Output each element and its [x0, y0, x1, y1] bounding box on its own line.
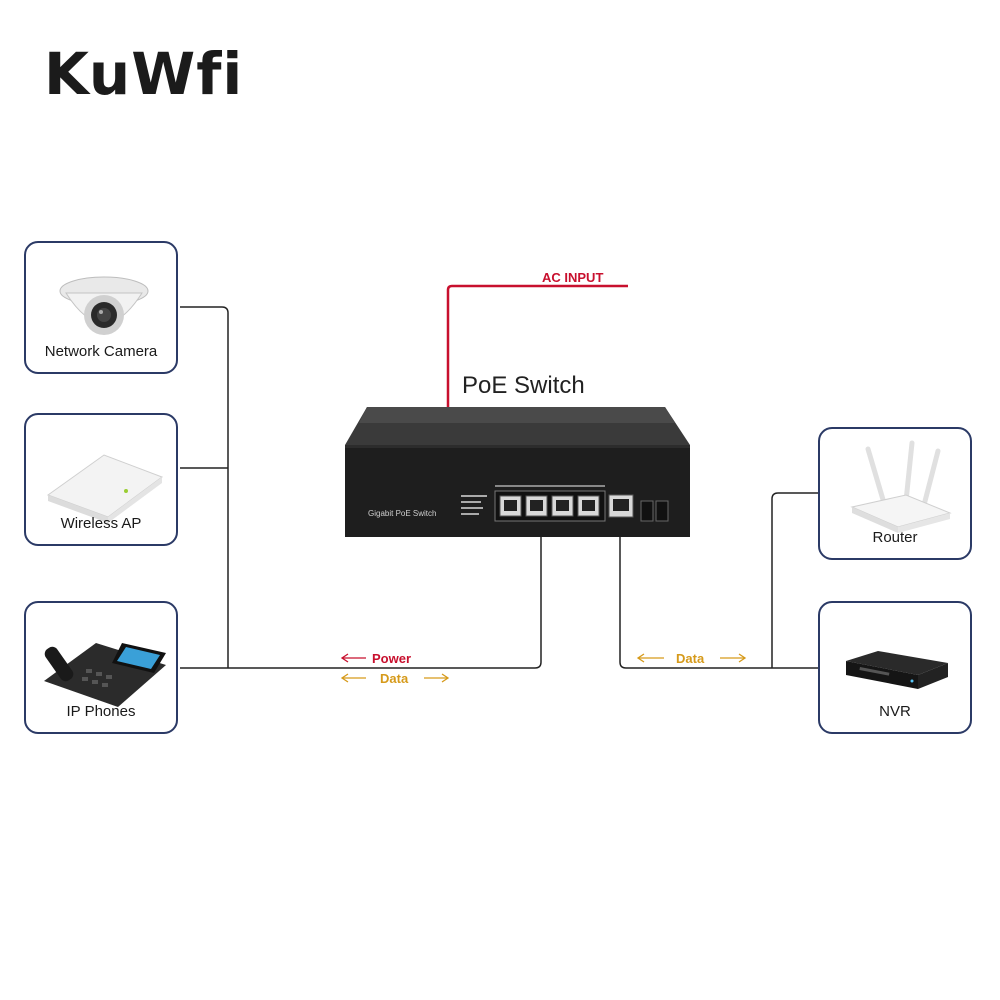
ac-input-line [446, 284, 628, 408]
device-label: Router [872, 529, 918, 546]
camera-wire [180, 306, 229, 668]
device-label: Network Camera [44, 343, 158, 360]
device-label: Wireless AP [60, 515, 142, 532]
phone-wire [180, 532, 542, 669]
device-card-router: Router [818, 427, 972, 560]
switch-title: PoE Switch [462, 372, 585, 399]
nvr-icon [846, 651, 948, 689]
left-data-flow-label: Data [380, 671, 409, 686]
router-wire [771, 492, 818, 668]
ceiling-ap-icon [46, 454, 164, 523]
switch-front-label: Gigabit PoE Switch [368, 509, 437, 518]
left-data-arrows [340, 673, 450, 683]
poe-switch-icon [345, 407, 690, 537]
power-arrow [340, 653, 366, 663]
device-card-ip-phones: IP Phones [24, 601, 178, 734]
dome-camera-icon [59, 276, 149, 335]
device-label: NVR [879, 703, 911, 720]
router-icon [850, 440, 952, 533]
power-flow-label: Power [372, 651, 412, 666]
device-label: IP Phones [66, 703, 136, 720]
right-data-flow-label: Data [676, 651, 705, 666]
brand-logo: KuWfi [44, 40, 244, 108]
device-card-nvr: NVR [818, 601, 972, 734]
right-data-arrows [636, 653, 747, 663]
uplink-wire [619, 532, 818, 669]
device-card-network-camera: Network Camera [24, 241, 178, 374]
device-card-wireless-ap: Wireless AP [24, 413, 178, 546]
ac-input-label: AC INPUT [542, 270, 604, 285]
desk-phone-icon [44, 643, 166, 707]
